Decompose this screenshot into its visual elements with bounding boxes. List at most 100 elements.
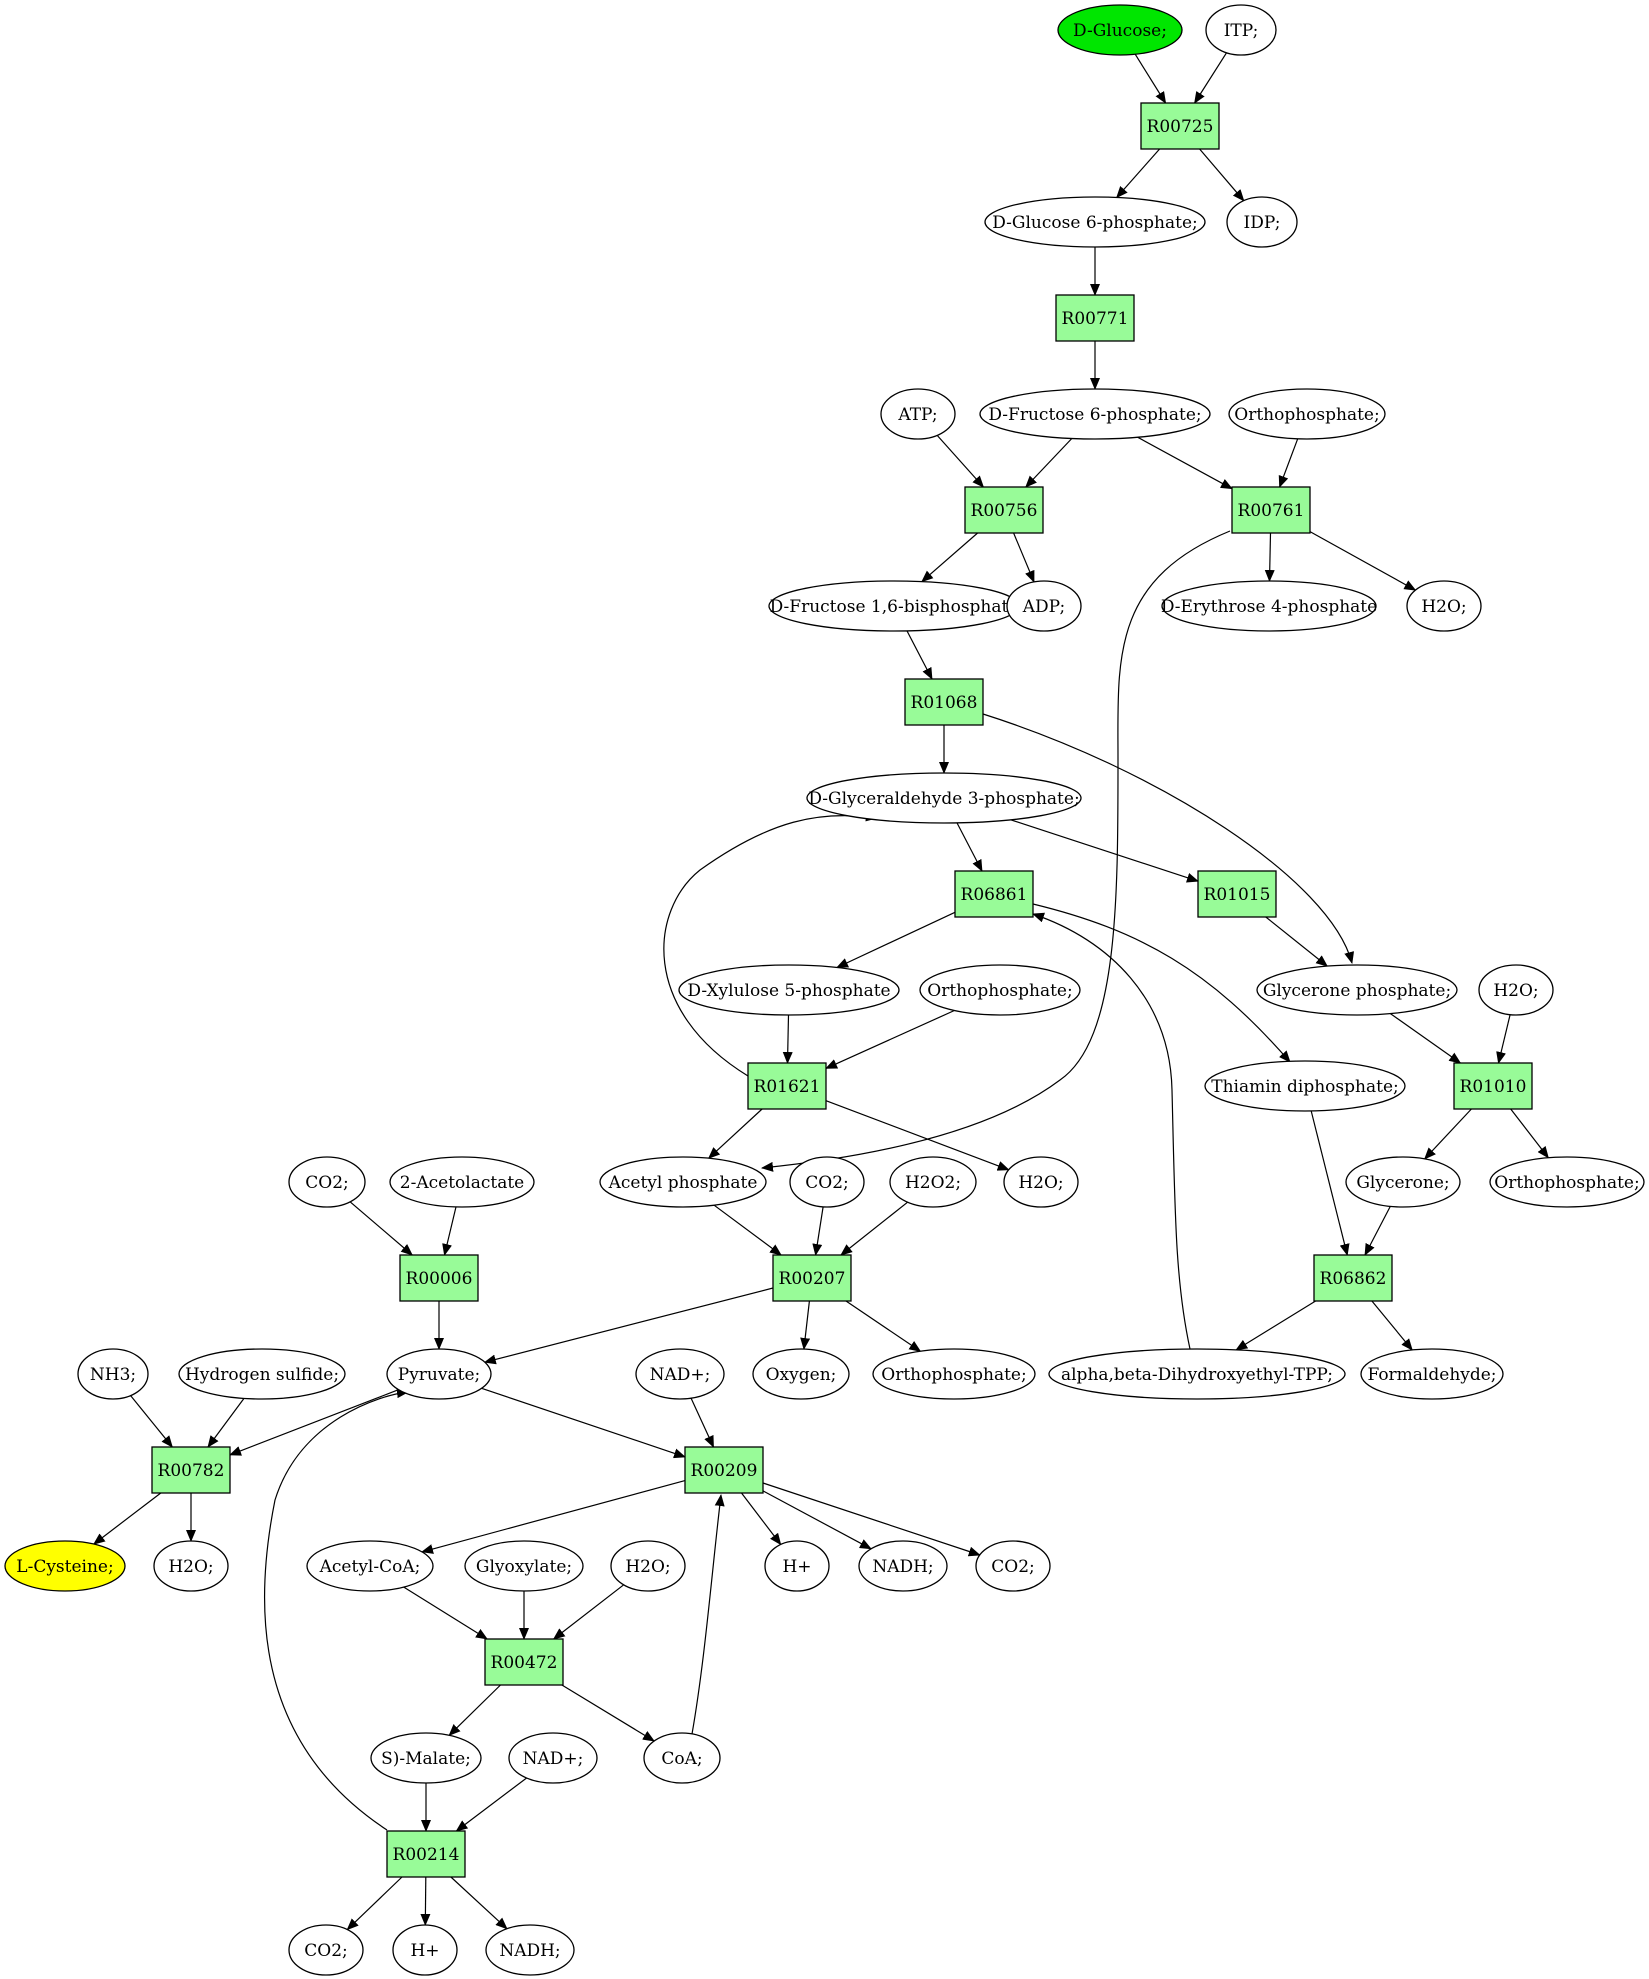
compound-label: D-Fructose 1,6-bisphosphate bbox=[770, 597, 1019, 617]
compound-node-h2o[interactable]: H2O; bbox=[1478, 964, 1554, 1016]
compound-node-d-glyceraldehyde-3-phosphate[interactable]: D-Glyceraldehyde 3-phosphate; bbox=[806, 772, 1082, 824]
compound-label: ATP; bbox=[897, 405, 937, 425]
edge-r00761-to-d-erythrose-4-phosphate bbox=[1264, 532, 1275, 582]
compound-node-orthophosphate[interactable]: Orthophosphate; bbox=[1489, 1156, 1645, 1208]
compound-node-h2o[interactable]: H2O; bbox=[1003, 1156, 1079, 1208]
edge-d-glucose-to-r00725 bbox=[1134, 53, 1167, 104]
compound-node-h2o[interactable]: H2O; bbox=[610, 1540, 686, 1592]
compound-node-orthophosphate[interactable]: Orthophosphate; bbox=[919, 964, 1081, 1016]
reaction-node-r00756[interactable]: R00756 bbox=[964, 486, 1044, 534]
compound-label: H2O; bbox=[168, 1557, 213, 1577]
compound-node-nad[interactable]: NAD+; bbox=[635, 1348, 725, 1400]
reaction-node-r00006[interactable]: R00006 bbox=[399, 1254, 479, 1302]
reaction-node-r01015[interactable]: R01015 bbox=[1197, 870, 1277, 918]
reaction-node-r06862[interactable]: R06862 bbox=[1313, 1254, 1393, 1302]
edge-d-glyceraldehyde-3-phosphate-to-r06861 bbox=[956, 822, 983, 872]
compound-node-d-erythrose-4-phosphate[interactable]: D-Erythrose 4-phosphate bbox=[1161, 580, 1377, 632]
compound-label: Glyoxylate; bbox=[476, 1557, 572, 1577]
compound-node-s-malate[interactable]: S)-Malate; bbox=[370, 1732, 482, 1784]
compound-ellipse bbox=[370, 1732, 482, 1784]
reaction-label: R01621 bbox=[754, 1077, 821, 1097]
reaction-node-r00771[interactable]: R00771 bbox=[1055, 294, 1135, 342]
compound-node-glyoxylate[interactable]: Glyoxylate; bbox=[464, 1540, 584, 1592]
reaction-node-r00761[interactable]: R00761 bbox=[1231, 486, 1311, 534]
compound-node-l-cysteine[interactable]: L-Cysteine; bbox=[4, 1540, 126, 1592]
compound-label: H2O; bbox=[1421, 597, 1466, 617]
reaction-node-r00209[interactable]: R00209 bbox=[684, 1446, 764, 1494]
compound-ellipse bbox=[764, 1540, 830, 1592]
compound-label: Glycerone phosphate; bbox=[1263, 981, 1451, 1001]
edge-r00756-to-adp bbox=[1013, 532, 1035, 583]
edge-r00725-to-idp bbox=[1199, 148, 1245, 202]
compound-node-idp[interactable]: IDP; bbox=[1226, 196, 1298, 248]
reaction-node-r00725[interactable]: R00725 bbox=[1140, 102, 1220, 150]
compound-node-acetyl-phosphate[interactable]: Acetyl phosphate bbox=[599, 1156, 767, 1208]
compound-ellipse bbox=[288, 1924, 364, 1976]
edge-acetyl-coa-to-r00472 bbox=[403, 1586, 488, 1640]
compound-node-acetyl-coa[interactable]: Acetyl-CoA; bbox=[306, 1540, 434, 1592]
compound-label: H2O; bbox=[1018, 1173, 1063, 1193]
reaction-box bbox=[1140, 102, 1220, 150]
compound-node-hydrogen-sulfide[interactable]: Hydrogen sulfide; bbox=[178, 1348, 346, 1400]
compound-node-d-glucose[interactable]: D-Glucose; bbox=[1057, 4, 1183, 56]
compound-node-itp[interactable]: ITP; bbox=[1205, 4, 1277, 56]
compound-node-thiamin-diphosphate[interactable]: Thiamin diphosphate; bbox=[1204, 1060, 1406, 1112]
compound-node-coa[interactable]: CoA; bbox=[643, 1732, 721, 1784]
reaction-node-r00782[interactable]: R00782 bbox=[151, 1446, 231, 1494]
compound-node-d-xylulose-5-phosphate[interactable]: D-Xylulose 5-phosphate bbox=[678, 964, 900, 1016]
compound-node-h2o[interactable]: H2O; bbox=[1406, 580, 1482, 632]
edge-d-fructose-1-6-bisphosphate-to-r01068 bbox=[906, 630, 933, 680]
compound-node-nad[interactable]: NAD+; bbox=[508, 1732, 598, 1784]
reaction-node-r00207[interactable]: R00207 bbox=[772, 1254, 852, 1302]
reaction-label: R00472 bbox=[491, 1653, 558, 1673]
edge-r00209-to-acetyl-coa bbox=[421, 1480, 686, 1554]
compound-node-nadh[interactable]: NADH; bbox=[485, 1924, 575, 1976]
compound-node-co2[interactable]: CO2; bbox=[288, 1924, 364, 1976]
reaction-box bbox=[1313, 1254, 1393, 1302]
compound-ellipse bbox=[1228, 388, 1386, 440]
compound-node-formaldehyde[interactable]: Formaldehyde; bbox=[1360, 1348, 1504, 1400]
reaction-node-r01068[interactable]: R01068 bbox=[904, 678, 984, 726]
compound-node-h2o2[interactable]: H2O2; bbox=[889, 1156, 977, 1208]
compound-node-h2o[interactable]: H2O; bbox=[153, 1540, 229, 1592]
compound-node-h[interactable]: H+ bbox=[392, 1924, 458, 1976]
compound-node-nadh[interactable]: NADH; bbox=[858, 1540, 948, 1592]
compound-node-orthophosphate[interactable]: Orthophosphate; bbox=[872, 1348, 1036, 1400]
compound-node-co2[interactable]: CO2; bbox=[789, 1156, 865, 1208]
compound-label: CO2; bbox=[304, 1941, 348, 1961]
compound-node-glycerone[interactable]: Glycerone; bbox=[1345, 1156, 1461, 1208]
compound-ellipse bbox=[1048, 1348, 1346, 1400]
edge-orthophosphate-to-r00761 bbox=[1278, 438, 1299, 488]
compound-node-co2[interactable]: CO2; bbox=[975, 1540, 1051, 1592]
edge-atp-to-r00756 bbox=[936, 434, 985, 488]
compound-ellipse bbox=[872, 1348, 1036, 1400]
compound-node-atp[interactable]: ATP; bbox=[880, 388, 956, 440]
compound-ellipse bbox=[806, 772, 1082, 824]
compound-node-2-acetolactate[interactable]: 2-Acetolactate bbox=[389, 1156, 535, 1208]
reaction-node-r00472[interactable]: R00472 bbox=[484, 1638, 564, 1686]
reaction-node-r00214[interactable]: R00214 bbox=[386, 1830, 466, 1878]
compound-node-d-glucose-6-phosphate[interactable]: D-Glucose 6-phosphate; bbox=[984, 196, 1206, 248]
compound-node-glycerone-phosphate[interactable]: Glycerone phosphate; bbox=[1256, 964, 1458, 1016]
compound-node-nh3[interactable]: NH3; bbox=[77, 1348, 149, 1400]
compound-node-d-fructose-1-6-bisphosphate[interactable]: D-Fructose 1,6-bisphosphate bbox=[768, 580, 1020, 632]
compound-ellipse bbox=[889, 1156, 977, 1208]
compound-node-alpha-beta-dihydroxyethyl-tpp[interactable]: alpha,beta-Dihydroxyethyl-TPP; bbox=[1048, 1348, 1346, 1400]
reaction-node-r01010[interactable]: R01010 bbox=[1453, 1062, 1533, 1110]
reaction-node-r01621[interactable]: R01621 bbox=[747, 1062, 827, 1110]
compound-node-co2[interactable]: CO2; bbox=[288, 1156, 366, 1208]
edge-r01621-to-d-glyceraldehyde-3-phosphate bbox=[663, 811, 878, 1077]
compound-node-h[interactable]: H+ bbox=[764, 1540, 830, 1592]
reaction-node-r06861[interactable]: R06861 bbox=[954, 870, 1034, 918]
compound-node-d-fructose-6-phosphate[interactable]: D-Fructose 6-phosphate; bbox=[979, 388, 1211, 440]
compound-label: NAD+; bbox=[523, 1749, 584, 1769]
nodes-layer: D-Glucose; ITP; D-Glucose 6-phosphate; IDP;… bbox=[4, 4, 1645, 1976]
compound-node-orthophosphate[interactable]: Orthophosphate; bbox=[1228, 388, 1386, 440]
compound-node-oxygen[interactable]: Oxygen; bbox=[752, 1348, 850, 1400]
reaction-box bbox=[964, 486, 1044, 534]
compound-node-adp[interactable]: ADP; bbox=[1006, 580, 1082, 632]
compound-ellipse bbox=[1205, 4, 1277, 56]
compound-node-pyruvate[interactable]: Pyruvate; bbox=[386, 1348, 492, 1400]
edge-r01068-to-glycerone-phosphate bbox=[982, 713, 1354, 964]
compound-label: Thiamin diphosphate; bbox=[1211, 1077, 1398, 1097]
